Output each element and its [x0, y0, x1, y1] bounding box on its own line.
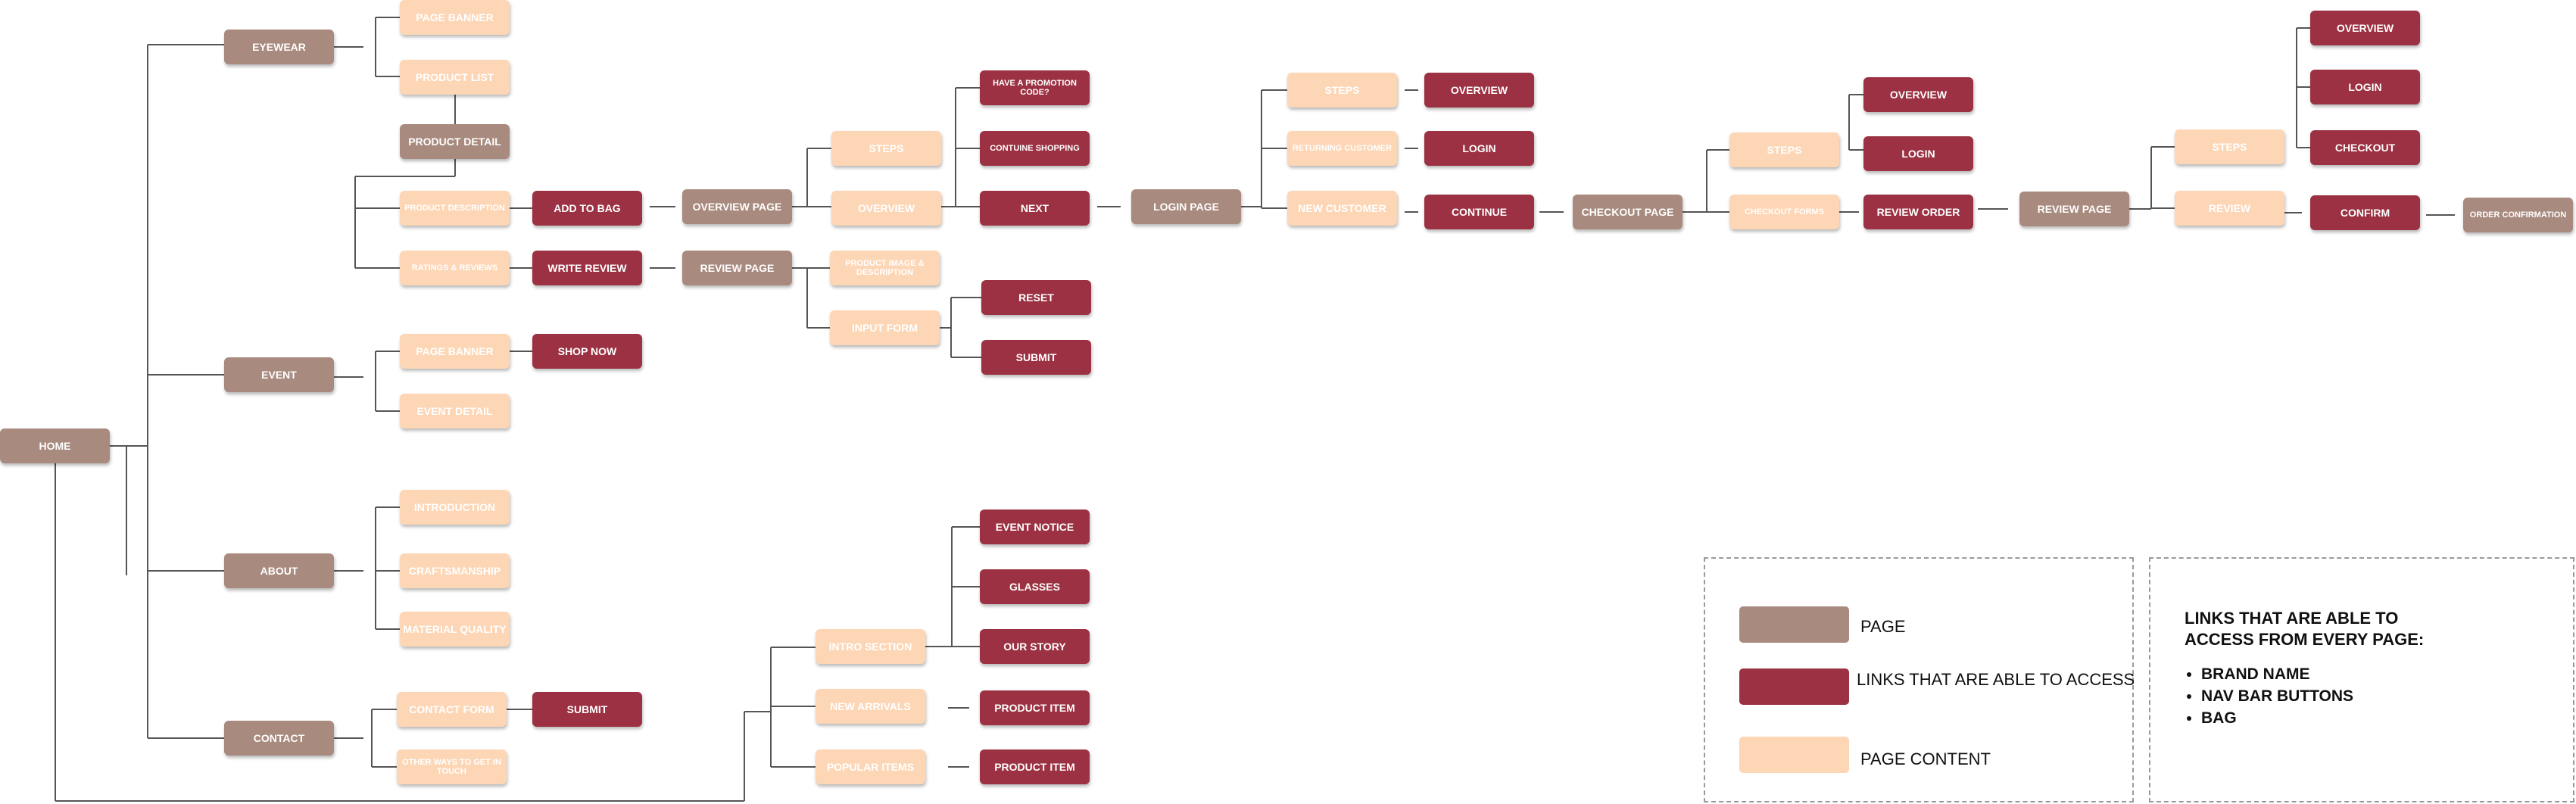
note-frame — [2149, 557, 2574, 802]
node-introduction: INTRODUCTION — [400, 490, 510, 525]
node-about[interactable]: ABOUT — [224, 553, 334, 588]
node-login-overview[interactable]: OVERVIEW — [1424, 73, 1534, 108]
node-add-to-bag[interactable]: ADD TO BAG — [532, 191, 642, 226]
node-review-steps: STEPS — [2175, 129, 2284, 164]
node-review-overview[interactable]: OVERVIEW — [2310, 11, 2420, 45]
node-event[interactable]: EVENT — [224, 357, 334, 392]
node-material-quality: MATERIAL QUALITY — [400, 612, 510, 647]
node-next[interactable]: NEXT — [980, 191, 1090, 226]
node-review-login[interactable]: LOGIN — [2310, 70, 2420, 104]
node-product-item-2[interactable]: PRODUCT ITEM — [980, 749, 1090, 784]
legend-link-label: LINKS THAT ARE ABLE TO ACCESS — [1857, 670, 2135, 689]
node-review-page-1[interactable]: REVIEW PAGE — [682, 251, 792, 285]
node-overview-steps: STEPS — [831, 131, 941, 166]
legend-frame — [1704, 557, 2134, 802]
legend-content-swatch — [1739, 737, 1849, 773]
node-login-login[interactable]: LOGIN — [1424, 131, 1534, 166]
node-new-arrivals: NEW ARRIVALS — [816, 689, 925, 724]
node-order-confirmation[interactable]: ORDER CONFIRMATION — [2463, 198, 2573, 232]
node-glasses[interactable]: GLASSES — [980, 569, 1090, 604]
node-popular-items: POPULAR ITEMS — [816, 749, 925, 784]
node-home[interactable]: HOME — [0, 428, 110, 463]
node-product-image-desc: PRODUCT IMAGE & DESCRIPTION — [830, 251, 940, 285]
legend-content-label: PAGE CONTENT — [1860, 749, 1991, 768]
node-reset[interactable]: RESET — [981, 280, 1091, 315]
node-event-detail: EVENT DETAIL — [400, 394, 510, 428]
node-contact-form: CONTACT FORM — [397, 692, 507, 727]
note-list: BRAND NAME NAV BAR BUTTONS BAG — [2185, 663, 2353, 729]
node-review-page-2[interactable]: REVIEW PAGE — [2019, 192, 2129, 226]
node-craftsmanship: CRAFTSMANSHIP — [400, 553, 510, 588]
node-shop-now[interactable]: SHOP NOW — [532, 334, 642, 369]
node-review-checkout[interactable]: CHECKOUT — [2310, 130, 2420, 165]
node-event-notice[interactable]: EVENT NOTICE — [980, 510, 1090, 544]
node-write-review[interactable]: WRITE REVIEW — [532, 251, 642, 285]
node-review-review: REVIEW — [2175, 191, 2284, 226]
legend-page-label: PAGE — [1860, 617, 1906, 636]
node-our-story[interactable]: OUR STORY — [980, 629, 1090, 664]
node-eyewear[interactable]: EYEWEAR — [224, 30, 334, 64]
node-eyewear-page-banner: PAGE BANNER — [400, 0, 510, 35]
node-checkout-login[interactable]: LOGIN — [1863, 136, 1973, 171]
node-other-ways: OTHER WAYS TO GET IN TOUCH — [397, 749, 507, 784]
note-title: LINKS THAT ARE ABLE TO ACCESS FROM EVERY… — [2185, 609, 2425, 649]
node-product-list: PRODUCT LIST — [400, 60, 510, 95]
legend-link-swatch — [1739, 668, 1849, 705]
node-login-steps: STEPS — [1287, 73, 1397, 108]
node-product-detail[interactable]: PRODUCT DETAIL — [400, 124, 510, 159]
node-checkout-forms: CHECKOUT FORMS — [1729, 195, 1839, 229]
node-product-item-1[interactable]: PRODUCT ITEM — [980, 690, 1090, 725]
node-overview-page[interactable]: OVERVIEW PAGE — [682, 189, 792, 224]
legend-page-swatch — [1739, 606, 1849, 643]
node-submit-review[interactable]: SUBMIT — [981, 340, 1091, 375]
node-returning-customer: RETURNING CUSTOMER — [1287, 131, 1397, 166]
node-submit-contact[interactable]: SUBMIT — [532, 692, 642, 727]
node-login-continue[interactable]: CONTINUE — [1424, 195, 1534, 229]
node-login-page[interactable]: LOGIN PAGE — [1131, 189, 1241, 224]
node-promo-code[interactable]: HAVE A PROMOTION CODE? — [980, 70, 1090, 105]
node-intro-section: INTRO SECTION — [816, 629, 925, 664]
note-item-nav-bar-buttons: NAV BAR BUTTONS — [2201, 685, 2353, 707]
note-item-bag: BAG — [2201, 707, 2353, 729]
node-continue-shopping[interactable]: CONTUINE SHOPPING — [980, 131, 1090, 166]
note-item-brand-name: BRAND NAME — [2201, 663, 2353, 685]
node-checkout-page[interactable]: CHECKOUT PAGE — [1573, 195, 1683, 229]
node-checkout-overview[interactable]: OVERVIEW — [1863, 77, 1973, 112]
node-overview-overview: OVERVIEW — [831, 191, 941, 226]
node-review-order[interactable]: REVIEW ORDER — [1863, 195, 1973, 229]
node-input-form: INPUT FORM — [830, 310, 940, 345]
node-product-description: PRODUCT DESCRIPTION — [400, 191, 510, 226]
node-contact[interactable]: CONTACT — [224, 721, 334, 756]
node-ratings-reviews: RATINGS & REVIEWS — [400, 251, 510, 285]
node-new-customer: NEW CUSTOMER — [1287, 191, 1397, 226]
node-event-page-banner: PAGE BANNER — [400, 334, 510, 369]
node-confirm[interactable]: CONFIRM — [2310, 195, 2420, 230]
node-checkout-steps: STEPS — [1729, 132, 1839, 167]
